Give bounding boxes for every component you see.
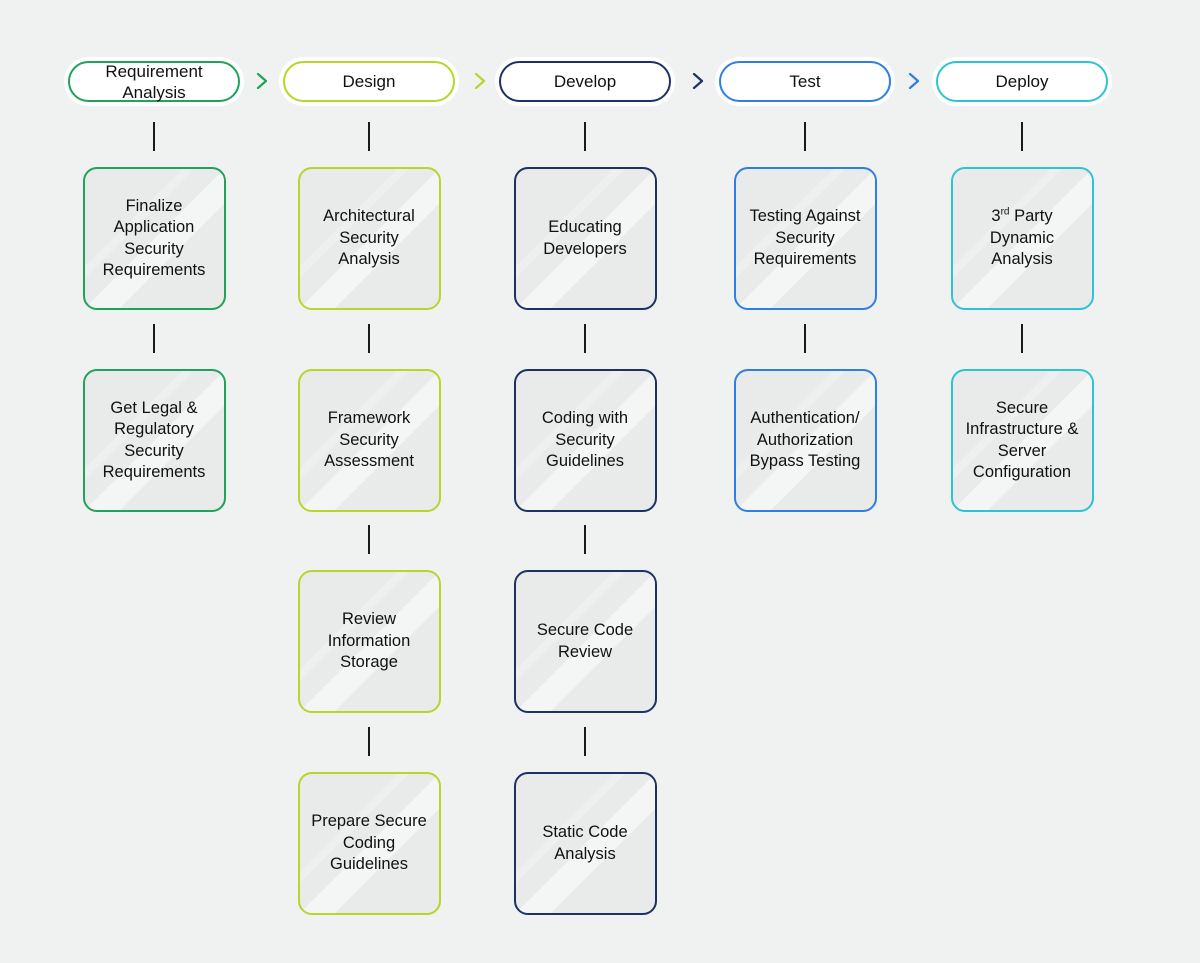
connector-line (804, 122, 806, 151)
phase-header-deploy: Deploy (932, 57, 1112, 106)
step-box-deploy: 3rd Party Dynamic Analysis (950, 167, 1094, 310)
phase-header-develop: Develop (495, 57, 675, 106)
connector-line (153, 122, 155, 151)
step-box-test: Authentication/ Authorization Bypass Tes… (733, 369, 877, 512)
connector-line (368, 324, 370, 353)
phase-header-design: Design (279, 57, 459, 106)
step-label: Static Code Analysis (542, 823, 628, 863)
step-box-develop: Secure Code Review (513, 570, 657, 713)
phase-title: Design (283, 61, 455, 102)
connector-line (584, 727, 586, 756)
connector-line (804, 324, 806, 353)
chevron-right-icon (256, 73, 268, 89)
step-label: Architectural Security Analysis (323, 207, 415, 269)
connector-line (368, 525, 370, 554)
phase-title: Develop (499, 61, 671, 102)
step-label: Finalize Application Security Requiremen… (102, 196, 206, 280)
chevron-right-icon (908, 73, 920, 89)
chevron-right-icon (692, 73, 704, 89)
connector-line (584, 122, 586, 151)
connector-line (368, 727, 370, 756)
phase-title: Deploy (936, 61, 1108, 102)
step-box-requirement: Get Legal & Regulatory Security Requirem… (82, 369, 226, 512)
step-box-design: Review Information Storage (297, 570, 441, 713)
step-label: Coding with Security Guidelines (541, 409, 629, 471)
step-box-test: Testing Against Security Requirements (733, 167, 877, 310)
connector-line (153, 324, 155, 353)
step-box-develop: Coding with Security Guidelines (513, 369, 657, 512)
phase-title: Test (719, 61, 891, 102)
step-box-design: Architectural Security Analysis (297, 167, 441, 310)
step-label: Review Information Storage (327, 610, 411, 672)
phase-header-requirement: Requirement Analysis (64, 57, 244, 106)
step-box-requirement: Finalize Application Security Requiremen… (82, 167, 226, 310)
step-box-design: Prepare Secure Coding Guidelines (297, 772, 441, 915)
step-label: Secure Infrastructure & Server Configura… (965, 398, 1079, 482)
step-label: Prepare Secure Coding Guidelines (311, 812, 427, 874)
step-label: Testing Against Security Requirements (749, 207, 861, 269)
connector-line (1021, 122, 1023, 151)
connector-line (584, 525, 586, 554)
step-label: Secure Code Review (536, 621, 634, 661)
step-label: Get Legal & Regulatory Security Requirem… (102, 398, 206, 482)
phase-header-test: Test (715, 57, 895, 106)
phase-title: Requirement Analysis (68, 61, 240, 102)
connector-line (584, 324, 586, 353)
step-label: Framework Security Assessment (324, 409, 414, 471)
step-label: Educating Developers (543, 218, 627, 258)
connector-line (368, 122, 370, 151)
chevron-right-icon (474, 73, 486, 89)
step-label: Authentication/ Authorization Bypass Tes… (749, 409, 861, 471)
step-label: 3rd Party Dynamic Analysis (989, 206, 1055, 269)
step-box-design: Framework Security Assessment (297, 369, 441, 512)
step-box-deploy: Secure Infrastructure & Server Configura… (950, 369, 1094, 512)
connector-line (1021, 324, 1023, 353)
step-box-develop: Static Code Analysis (513, 772, 657, 915)
step-box-develop: Educating Developers (513, 167, 657, 310)
